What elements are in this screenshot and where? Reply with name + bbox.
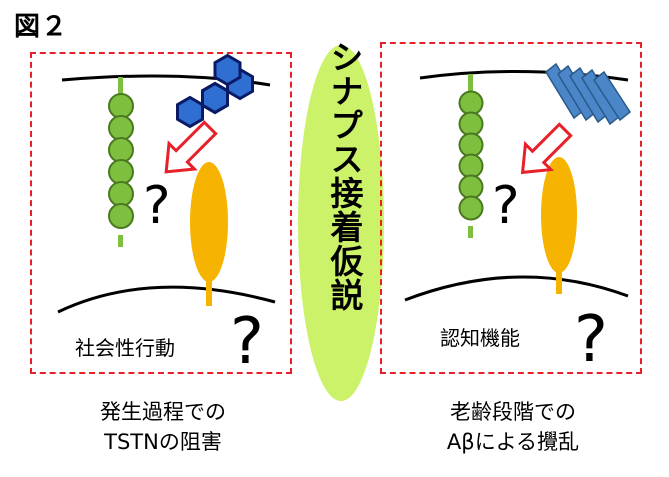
center-ellipse [298,45,384,401]
right-question-small: ? [492,176,520,236]
figure-label: 図２ [14,12,69,42]
right-panel-caption: 認知機能 [440,326,520,350]
right-question-big: ? [574,303,608,377]
right-postsynaptic-membrane [404,275,629,302]
left-orange-receptor [190,162,228,306]
left-panel-caption: 社会性行動 [75,336,175,360]
right-bottom-caption: 老齢段階での Aβによる攪乱 [418,397,608,457]
right-bead-chain [458,74,484,238]
center-title: シナプス接着仮説 [325,40,364,312]
left-bottom-caption-line2: TSTNの阻害 [104,430,222,454]
left-bead-chain [108,77,134,247]
right-arrow [520,122,573,175]
right-bottom-caption-line2: Aβによる攪乱 [446,430,580,454]
left-postsynaptic-membrane [57,285,276,314]
right-bottom-caption-line1: 老齢段階での [450,400,576,424]
left-bottom-caption: 発生過程での TSTNの阻害 [68,397,258,457]
left-question-small: ? [143,176,171,236]
right-orange-receptor [541,157,577,294]
right-panel-frame [380,42,642,374]
left-bottom-caption-line1: 発生過程での [100,400,226,424]
left-hexagon-molecule [176,53,254,129]
left-question-big: ? [230,305,264,379]
left-panel-frame [30,52,292,374]
right-stacked-plates [545,62,631,126]
left-arrow [164,120,218,174]
